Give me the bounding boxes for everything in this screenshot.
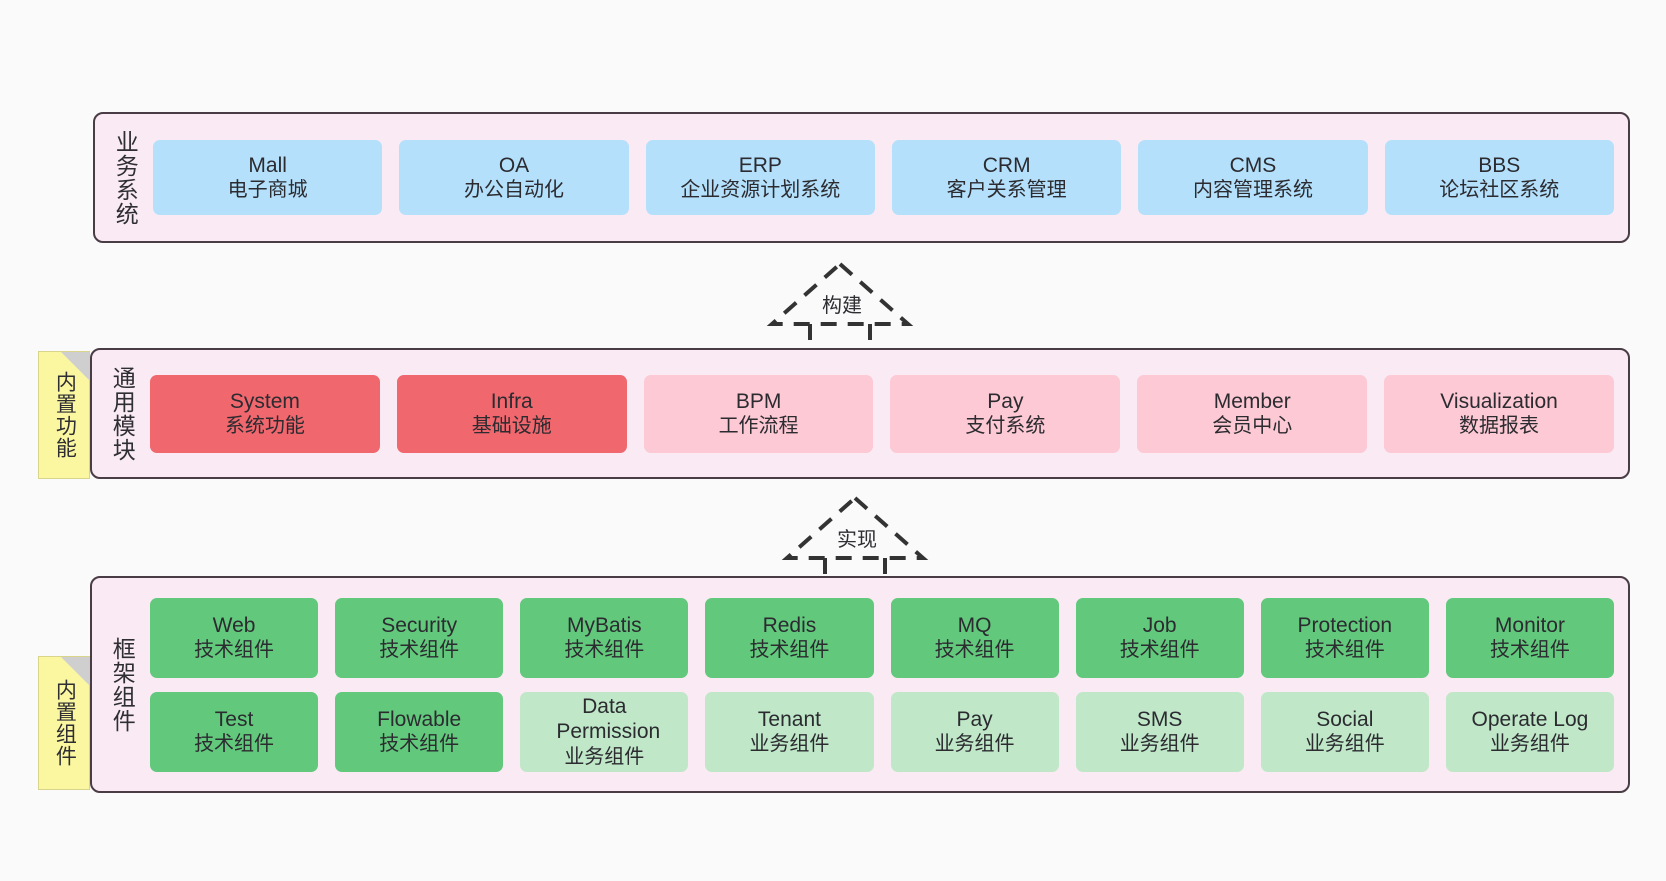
layer-title-framework-components: 框架组件 [109, 636, 136, 733]
layer-title-business-systems: 业务系统 [112, 129, 139, 226]
layer-framework-components: 框架组件 Web 技术组件 Security 技术组件 MyBatis 技术组件… [90, 576, 1630, 793]
card-erp[interactable]: ERP 企业资源计划系统 [645, 140, 875, 215]
card-protection[interactable]: Protection 技术组件 [1260, 597, 1429, 678]
connector-stem [808, 324, 872, 352]
layer-business-systems: 业务系统 Mall 电子商城 OA 办公自动化 ERP 企业资源计划系统 CRM… [93, 112, 1630, 243]
connector-label-implement: 实现 [837, 529, 877, 551]
card-operate-log[interactable]: Operate Log 业务组件 [1445, 691, 1614, 772]
card-pay-business[interactable]: Pay 业务组件 [890, 691, 1059, 772]
card-tenant[interactable]: Tenant 业务组件 [705, 691, 874, 772]
layer-common-modules: 通用模块 System 系统功能 Infra 基础设施 BPM 工作流程 Pay… [90, 348, 1630, 479]
card-cms[interactable]: CMS 内容管理系统 [1138, 140, 1368, 215]
sticky-note-builtin-features: 内置功能 [38, 351, 90, 479]
connector-label-build: 构建 [822, 295, 862, 317]
card-mq[interactable]: MQ 技术组件 [890, 597, 1059, 678]
card-bbs[interactable]: BBS 论坛社区系统 [1384, 140, 1614, 215]
card-security[interactable]: Security 技术组件 [335, 597, 504, 678]
folded-corner-icon [61, 657, 89, 685]
card-data-permission[interactable]: Data Permission 业务组件 [520, 691, 689, 772]
card-grid-business-systems: Mall 电子商城 OA 办公自动化 ERP 企业资源计划系统 CRM 客户关系… [147, 140, 1628, 215]
card-row: Test 技术组件 Flowable 技术组件 Data Permission … [150, 691, 1614, 772]
card-sms[interactable]: SMS 业务组件 [1075, 691, 1244, 772]
card-system[interactable]: System 系统功能 [150, 374, 380, 453]
card-infra[interactable]: Infra 基础设施 [396, 374, 627, 453]
card-visualization[interactable]: Visualization 数据报表 [1384, 374, 1614, 453]
card-test[interactable]: Test 技术组件 [150, 691, 319, 772]
card-social[interactable]: Social 业务组件 [1260, 691, 1429, 772]
generalization-arrowhead [781, 495, 929, 560]
layer-title-common-modules: 通用模块 [109, 365, 136, 462]
connector-build: 构建 [760, 258, 920, 358]
sticky-note-builtin-components: 内置组件 [38, 656, 90, 790]
card-monitor[interactable]: Monitor 技术组件 [1445, 597, 1614, 678]
card-pay[interactable]: Pay 支付系统 [890, 374, 1121, 453]
card-grid-framework-components: Web 技术组件 Security 技术组件 MyBatis 技术组件 Redi… [144, 597, 1628, 772]
card-row: Mall 电子商城 OA 办公自动化 ERP 企业资源计划系统 CRM 客户关系… [153, 140, 1614, 215]
card-mybatis[interactable]: MyBatis 技术组件 [520, 597, 689, 678]
card-job[interactable]: Job 技术组件 [1075, 597, 1244, 678]
card-grid-common-modules: System 系统功能 Infra 基础设施 BPM 工作流程 Pay 支付系统… [144, 374, 1628, 453]
card-row: System 系统功能 Infra 基础设施 BPM 工作流程 Pay 支付系统… [150, 374, 1614, 453]
card-flowable[interactable]: Flowable 技术组件 [335, 691, 504, 772]
folded-corner-icon [61, 352, 89, 380]
card-crm[interactable]: CRM 客户关系管理 [891, 140, 1122, 215]
card-member[interactable]: Member 会员中心 [1137, 374, 1368, 453]
generalization-arrowhead [766, 261, 914, 326]
card-oa[interactable]: OA 办公自动化 [399, 140, 629, 215]
card-redis[interactable]: Redis 技术组件 [705, 597, 874, 678]
card-bpm[interactable]: BPM 工作流程 [643, 374, 874, 453]
card-row: Web 技术组件 Security 技术组件 MyBatis 技术组件 Redi… [150, 597, 1614, 678]
card-web[interactable]: Web 技术组件 [150, 597, 319, 678]
card-mall[interactable]: Mall 电子商城 [153, 140, 383, 215]
